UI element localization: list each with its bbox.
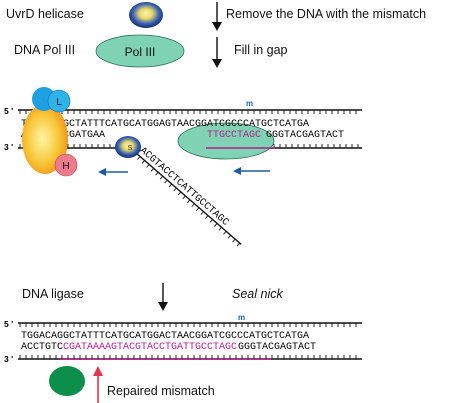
repaired-mismatch-label: Repaired mismatch bbox=[107, 384, 215, 398]
uvrd-on-dna bbox=[115, 136, 141, 158]
mutl-protein bbox=[22, 104, 68, 174]
base-tick bbox=[205, 215, 209, 219]
base-tick bbox=[195, 207, 200, 211]
base-tick bbox=[232, 238, 236, 243]
uvrd-helicase-label: UvrD helicase bbox=[6, 7, 84, 21]
muth-label: H bbox=[62, 161, 69, 172]
bottom-lower-new-sequence: CGATAAAAGTACGTACCTGATTGCCTAGC bbox=[63, 342, 237, 353]
muts-protein-b bbox=[47, 89, 71, 113]
bottom-upper-ticks bbox=[19, 323, 357, 327]
pol-iii-on-dna bbox=[177, 122, 275, 160]
base-tick bbox=[141, 160, 145, 164]
bottom-upper-sequence: TGGACAGGCTATTTCATGCATGGACTAACGGATCGCCCAT… bbox=[21, 331, 309, 342]
mutl-label: L bbox=[56, 97, 62, 108]
base-tick bbox=[159, 175, 164, 180]
bottom-lower-ticks bbox=[19, 355, 357, 359]
pol-direction-arrowhead bbox=[233, 167, 241, 175]
remove-dna-step-label: Remove the DNA with the mismatch bbox=[226, 7, 427, 21]
base-tick bbox=[191, 203, 195, 208]
top-methyl-mark: m bbox=[246, 99, 253, 108]
dna-ligase-label: DNA ligase bbox=[22, 287, 84, 301]
base-tick bbox=[223, 230, 227, 235]
base-tick bbox=[218, 227, 222, 231]
dna-pol-iii-label: DNA Pol III bbox=[14, 43, 76, 57]
uvrd-helicase-icon bbox=[129, 2, 163, 28]
seal-nick-step-label: Seal nick bbox=[232, 287, 283, 301]
base-tick bbox=[186, 199, 191, 204]
bottom-lower-sequence-right: GGGTACGAGTACT bbox=[238, 342, 316, 353]
base-tick bbox=[155, 171, 159, 176]
pol-iii-icon bbox=[95, 34, 185, 68]
base-tick bbox=[146, 164, 150, 168]
pol-iii-blob-label: Pol III bbox=[125, 45, 156, 59]
base-tick bbox=[200, 211, 204, 215]
bottom-three-prime: 3 ' bbox=[4, 354, 13, 364]
repaired-mismatch-arrowhead bbox=[93, 366, 103, 376]
bottom-lower-sequence-left: ACCTGTC bbox=[21, 342, 63, 353]
bottom-methyl-mark: m bbox=[238, 313, 245, 322]
base-tick bbox=[182, 195, 186, 200]
base-tick bbox=[236, 242, 241, 247]
top-upper-sequence: TGGACAGGCTATTTCATGCATGGAGTAACGGATCGCCCAT… bbox=[21, 119, 309, 130]
base-tick bbox=[214, 223, 218, 227]
seal-step-arrow-head bbox=[158, 302, 168, 311]
base-tick bbox=[164, 179, 168, 184]
bottom-five-prime: 5 ' bbox=[4, 319, 13, 329]
base-tick bbox=[177, 191, 182, 196]
base-tick bbox=[137, 156, 141, 160]
top-three-prime: 3 ' bbox=[4, 142, 13, 152]
base-tick bbox=[173, 187, 177, 192]
helicase-direction-arrowhead bbox=[98, 168, 106, 176]
base-tick bbox=[150, 168, 154, 172]
base-tick bbox=[209, 219, 213, 223]
fill-step-arrow-head bbox=[212, 59, 222, 68]
dna-ligase-protein bbox=[49, 366, 85, 396]
top-five-prime: 5 ' bbox=[4, 106, 13, 116]
top-lower-sequence-right: GGGTACGAGTACT bbox=[266, 130, 344, 141]
muth-protein bbox=[54, 153, 78, 177]
fill-gap-step-label: Fill in gap bbox=[234, 43, 288, 57]
remove-step-arrow-head bbox=[212, 22, 222, 31]
base-tick bbox=[227, 234, 231, 239]
base-tick bbox=[168, 183, 173, 188]
uvrd-s-label: S bbox=[128, 145, 133, 152]
top-lower-new-sequence: TTGCCTAGC bbox=[207, 130, 261, 141]
